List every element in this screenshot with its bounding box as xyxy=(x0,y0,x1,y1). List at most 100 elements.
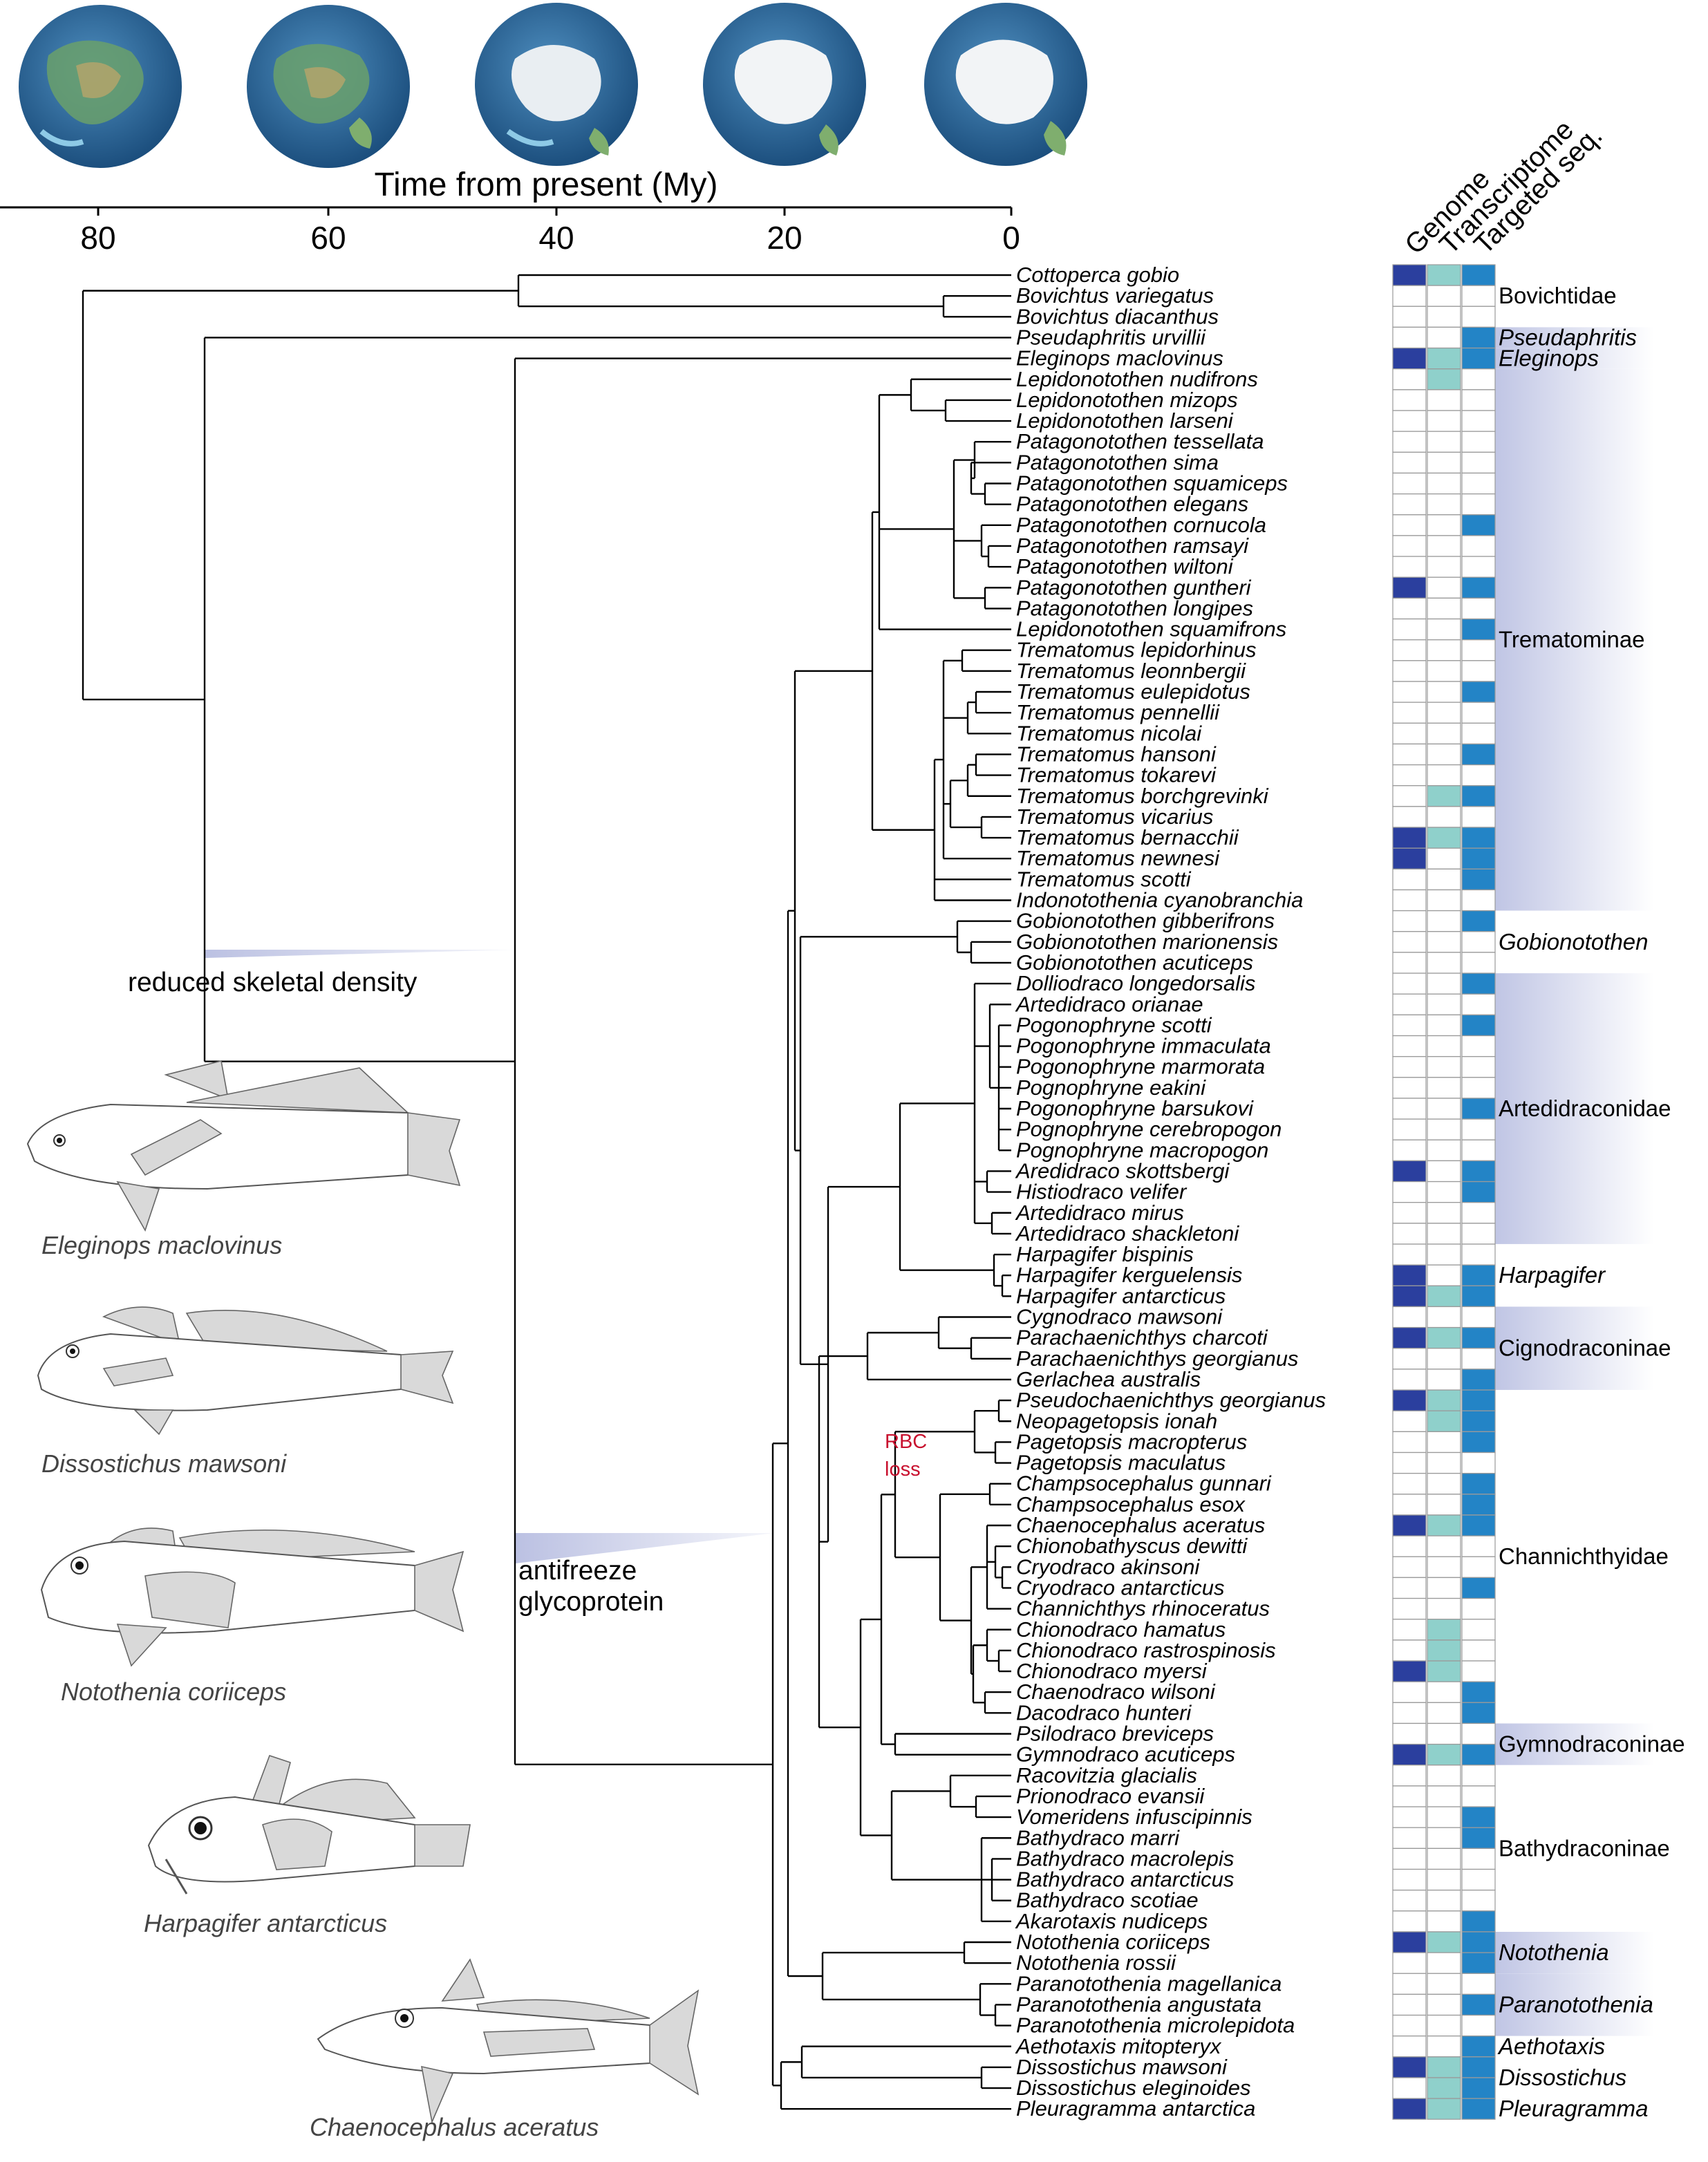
taxon-label: Chionodraco myersi xyxy=(1016,1659,1208,1683)
targeted-cell xyxy=(1461,389,1496,411)
clade-label: Gobionotothen xyxy=(1499,929,1649,955)
targeted-cell xyxy=(1461,660,1496,682)
targeted-cell xyxy=(1461,743,1496,766)
transcriptome-cell xyxy=(1427,1139,1461,1161)
genome-cell xyxy=(1392,1348,1427,1370)
targeted-cell xyxy=(1461,2098,1496,2120)
genome-cell xyxy=(1392,1264,1427,1286)
genome-cell xyxy=(1392,1535,1427,1557)
targeted-cell xyxy=(1461,1660,1496,1682)
transcriptome-cell xyxy=(1427,514,1461,536)
taxon-label: Akarotaxis nudiceps xyxy=(1015,1909,1208,1933)
genome-cell xyxy=(1392,451,1427,473)
transcriptome-cell xyxy=(1427,1389,1461,1411)
targeted-cell xyxy=(1461,1285,1496,1307)
transcriptome-cell xyxy=(1427,681,1461,703)
genome-cell xyxy=(1392,472,1427,495)
targeted-cell xyxy=(1461,494,1496,516)
transcriptome-cell xyxy=(1427,285,1461,307)
clade-band xyxy=(1495,1932,1654,1974)
targeted-cell xyxy=(1461,1035,1496,1058)
genome-cell xyxy=(1392,285,1427,307)
taxon-label: Histiodraco velifer xyxy=(1016,1180,1188,1204)
clade-label: Dissostichus xyxy=(1499,2065,1626,2090)
taxon-label: Bathydraco antarcticus xyxy=(1016,1868,1234,1892)
genome-cell xyxy=(1392,306,1427,328)
afgp-label-line2: glycoprotein xyxy=(518,1587,664,1617)
fish-notothenia: Notothenia coriiceps xyxy=(40,1528,464,1706)
transcriptome-cell xyxy=(1427,1473,1461,1495)
taxon-label: Prionodraco evansii xyxy=(1016,1784,1205,1808)
genome-cell xyxy=(1392,1765,1427,1787)
genome-cell xyxy=(1392,1827,1427,1849)
transcriptome-cell xyxy=(1427,1348,1461,1370)
taxon-label: Bathydraco marri xyxy=(1016,1825,1180,1850)
targeted-cell xyxy=(1461,1056,1496,1078)
targeted-cell xyxy=(1461,1348,1496,1370)
targeted-cell xyxy=(1461,326,1496,349)
clade-label: Channichthyidae xyxy=(1499,1543,1669,1569)
genome-cell xyxy=(1392,1223,1427,1245)
targeted-cell xyxy=(1461,535,1496,557)
genome-cell xyxy=(1392,1973,1427,1995)
transcriptome-cell xyxy=(1427,1848,1461,1870)
genome-cell xyxy=(1392,722,1427,744)
genome-cell xyxy=(1392,1660,1427,1682)
genome-cell xyxy=(1392,1181,1427,1203)
taxon-label: Patagonotothen guntheri xyxy=(1016,575,1252,599)
transcriptome-cell xyxy=(1427,2036,1461,2058)
afgp-wedge xyxy=(515,1533,774,1563)
skeletal-density-label: reduced skeletal density xyxy=(128,968,417,997)
genome-cell xyxy=(1392,1806,1427,1828)
taxon-label: Trematomus tokarevi xyxy=(1016,763,1217,787)
taxon-label: Trematomus borchgrevinki xyxy=(1016,784,1269,808)
taxon-label: Patagonotothen ramsayi xyxy=(1016,534,1249,558)
genome-cell xyxy=(1392,1077,1427,1099)
taxon-label: Lepidonotothen larseni xyxy=(1016,408,1234,433)
taxon-label: Pogonophryne scotti xyxy=(1016,1013,1212,1037)
transcriptome-cell xyxy=(1427,993,1461,1015)
taxon-label: Pseudochaenichthys georgianus xyxy=(1016,1388,1326,1412)
fish-caption-notothenia: Notothenia coriiceps xyxy=(61,1677,286,1706)
targeted-cell xyxy=(1461,1973,1496,1995)
clade-label: Artedidraconidae xyxy=(1499,1096,1671,1121)
clade-label: Harpagifer xyxy=(1499,1262,1606,1288)
taxon-label: Pogonophryne immaculata xyxy=(1016,1034,1271,1058)
afgp-label-line1: antifreeze xyxy=(518,1556,637,1586)
taxon-label: Patagonotothen longipes xyxy=(1016,596,1253,620)
targeted-cell xyxy=(1461,1993,1496,2016)
transcriptome-cell xyxy=(1427,306,1461,328)
genome-cell xyxy=(1392,910,1427,932)
genome-cell xyxy=(1392,1556,1427,1578)
transcriptome-cell xyxy=(1427,1973,1461,1995)
taxon-label: Eleginops maclovinus xyxy=(1016,346,1223,370)
axis-tick-label: 0 xyxy=(1002,220,1020,256)
targeted-cell xyxy=(1461,1410,1496,1432)
genome-cell xyxy=(1392,2077,1427,2099)
transcriptome-cell xyxy=(1427,264,1461,286)
targeted-cell xyxy=(1461,472,1496,495)
clade-band xyxy=(1495,973,1654,1244)
targeted-cell xyxy=(1461,618,1496,641)
targeted-cell xyxy=(1461,431,1496,453)
transcriptome-cell xyxy=(1427,1722,1461,1745)
transcriptome-cell xyxy=(1427,410,1461,432)
genome-cell xyxy=(1392,1722,1427,1745)
taxon-label: Racovitzia glacialis xyxy=(1016,1763,1197,1787)
transcriptome-cell xyxy=(1427,1952,1461,1974)
taxon-label: Pognophryne macropogon xyxy=(1016,1138,1268,1162)
clade-label: Pseudaphritis xyxy=(1499,324,1637,350)
targeted-cell xyxy=(1461,451,1496,473)
targeted-cell xyxy=(1461,264,1496,286)
taxon-label: Gobionotothen acuticeps xyxy=(1016,950,1253,975)
axis-tick-label: 40 xyxy=(538,220,574,256)
targeted-cell xyxy=(1461,952,1496,974)
clade-label: Eleginops xyxy=(1499,346,1599,371)
genome-cell xyxy=(1392,1160,1427,1183)
transcriptome-cell xyxy=(1427,1306,1461,1328)
transcriptome-cell xyxy=(1427,494,1461,516)
genome-cell xyxy=(1392,1056,1427,1078)
clade-band xyxy=(1495,368,1654,911)
targeted-cell xyxy=(1461,1785,1496,1807)
transcriptome-cell xyxy=(1427,1014,1461,1037)
